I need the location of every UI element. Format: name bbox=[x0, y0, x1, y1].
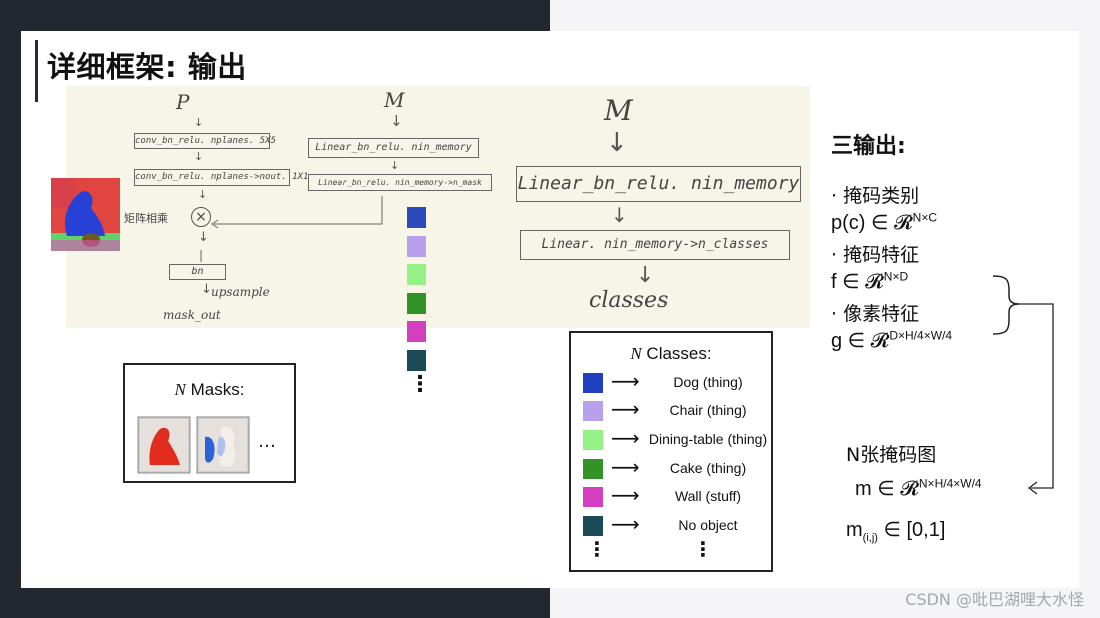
mask-map-heading: N张掩码图 bbox=[846, 444, 937, 466]
brace-connector bbox=[992, 275, 1054, 495]
upsample-label: upsample bbox=[211, 285, 270, 299]
class-formula-sup: N×C bbox=[912, 210, 938, 225]
output-item-class-formula: p(c) ∈ 𝓡N×C bbox=[831, 210, 937, 235]
m-input-label: M bbox=[384, 88, 405, 112]
class-color-swatch bbox=[583, 401, 603, 421]
class-color-swatch bbox=[583, 373, 603, 393]
arrow-down-icon: ↓ bbox=[201, 282, 212, 297]
p-input-label: P bbox=[176, 90, 190, 114]
class-label: Chair (thing) bbox=[669, 402, 747, 418]
arrow-down-icon: ↓ bbox=[611, 203, 628, 227]
mask-map-formula: m ∈ 𝓡N×H/4×W/4 bbox=[855, 476, 982, 501]
classes-title-text: Classes: bbox=[641, 344, 712, 363]
linear-bn-relu-nmask-box: Linear_bn_relu. nin_memory->n_mask bbox=[308, 174, 492, 191]
class-row: ⟶ Chair (thing) bbox=[583, 397, 763, 423]
sketch-connectors bbox=[200, 196, 383, 262]
mask-map-formula-text: m ∈ 𝓡 bbox=[855, 478, 919, 500]
arrow-down-icon: ↓ bbox=[198, 230, 209, 245]
class-color-swatch bbox=[583, 430, 603, 450]
linear-bn-relu-big-box: Linear_bn_relu. nin_memory bbox=[516, 166, 801, 202]
class-label: Dog (thing) bbox=[673, 374, 743, 390]
conv-bn-relu-5x5-box: conv_bn_relu. nplanes. 5X5 bbox=[134, 133, 276, 149]
masks-title-text: Masks: bbox=[185, 380, 245, 399]
class-color-swatch bbox=[583, 459, 603, 479]
class-row: ⟶ Wall (stuff) bbox=[583, 483, 763, 509]
color-swatch bbox=[407, 207, 426, 228]
masks-ellipsis: … bbox=[258, 431, 276, 452]
class-row: ⟶ Cake (thing) bbox=[583, 455, 763, 481]
arrow-right-icon: ⟶ bbox=[611, 512, 640, 536]
classes-title-n: N bbox=[630, 344, 642, 363]
class-row: ⟶ No object bbox=[583, 512, 763, 538]
arrow-right-icon: ⟶ bbox=[611, 426, 640, 450]
masks-panel: N Masks: … bbox=[123, 363, 296, 483]
output-item-mask-feature-formula: f ∈ 𝓡N×D bbox=[831, 269, 908, 294]
csdn-watermark: CSDN @吡巴湖哩大水怪 bbox=[905, 590, 1084, 609]
arrow-right-icon: ⟶ bbox=[611, 455, 640, 479]
arrow-right-icon: ⟶ bbox=[611, 369, 640, 393]
output-item-class-label: · 掩码类别 bbox=[831, 185, 920, 207]
mask-feature-formula-sup: N×D bbox=[883, 269, 909, 284]
masks-panel-title: N Masks: bbox=[125, 380, 294, 400]
arrow-down-icon: ↓ bbox=[198, 188, 208, 201]
class-label: Cake (thing) bbox=[669, 460, 747, 476]
multiply-node-icon: × bbox=[191, 207, 211, 227]
outputs-heading: 三输出: bbox=[831, 134, 906, 159]
color-swatch bbox=[407, 264, 426, 285]
color-swatch bbox=[407, 321, 426, 342]
m-big-input-label: M bbox=[604, 94, 633, 127]
output-item-pixel-feature-label: · 像素特征 bbox=[831, 303, 920, 325]
arrow-down-icon: ↓ bbox=[636, 263, 655, 288]
mask-thumbnail-dog bbox=[137, 416, 191, 474]
class-color-swatch bbox=[583, 487, 603, 507]
class-row: ⟶ Dog (thing) bbox=[583, 369, 763, 395]
linear-nclasses-box: Linear. nin_memory->n_classes bbox=[520, 230, 790, 260]
arrow-down-icon: ↓ bbox=[390, 159, 400, 172]
class-label: No object bbox=[678, 517, 738, 533]
matrix-multiply-label: 矩阵相乘 bbox=[124, 212, 168, 225]
color-swatch bbox=[407, 293, 426, 314]
class-label: Dining-table (thing) bbox=[648, 431, 768, 447]
classes-ellipsis-right: ⋮ bbox=[693, 537, 713, 561]
class-row: ⟶ Dining-table (thing) bbox=[583, 426, 767, 452]
mask-thumbnail-chair bbox=[196, 416, 250, 474]
pixel-feature-formula-sup: D×H/4×W/4 bbox=[889, 328, 953, 343]
arrow-down-icon: ↓ bbox=[606, 128, 628, 158]
arrow-down-icon: ↓ bbox=[194, 116, 204, 129]
classes-output-label: classes bbox=[589, 288, 669, 313]
mij-symbol: m bbox=[846, 519, 863, 541]
mij-range: ∈ [0,1] bbox=[877, 519, 946, 541]
color-swatch bbox=[407, 236, 426, 257]
class-color-swatch bbox=[583, 516, 603, 536]
mask-map-formula-sup: N×H/4×W/4 bbox=[918, 476, 982, 491]
title-accent-bar bbox=[35, 40, 38, 102]
masks-title-n: N bbox=[174, 380, 186, 399]
output-item-mask-feature-label: · 掩码特征 bbox=[831, 244, 920, 266]
arrow-right-icon: ⟶ bbox=[611, 483, 640, 507]
class-formula-text: p(c) ∈ 𝓡 bbox=[831, 212, 913, 234]
mij-subscript: (i,j) bbox=[862, 532, 878, 544]
mask-value-range: m(i,j) ∈ [0,1] bbox=[846, 517, 945, 544]
mask-out-label: mask_out bbox=[163, 308, 221, 322]
classes-panel: N Classes: ⟶ Dog (thing) ⟶ Chair (thing)… bbox=[569, 331, 773, 572]
slide-title: 详细框架: 输出 bbox=[47, 50, 247, 84]
output-item-pixel-feature-formula: g ∈ 𝓡D×H/4×W/4 bbox=[831, 328, 952, 353]
classes-panel-title: N Classes: bbox=[571, 344, 771, 364]
color-swatch bbox=[407, 350, 426, 371]
pixel-feature-formula-text: g ∈ 𝓡 bbox=[831, 330, 890, 352]
linear-bn-relu-box: Linear_bn_relu. nin_memory bbox=[308, 138, 479, 158]
class-label: Wall (stuff) bbox=[674, 488, 742, 504]
arrow-down-icon: ↓ bbox=[194, 150, 204, 163]
sketch-diagram: P ↓ conv_bn_relu. nplanes. 5X5 ↓ conv_bn… bbox=[66, 86, 810, 328]
classes-ellipsis-left: ⋮ bbox=[587, 537, 607, 561]
conv-bn-relu-1x1-box: conv_bn_relu. nplanes->nout. 1X1 bbox=[134, 169, 308, 186]
bn-box: bn bbox=[169, 264, 226, 280]
arrow-down-icon: ↓ bbox=[390, 112, 403, 130]
mask-feature-formula-text: f ∈ 𝓡 bbox=[831, 271, 884, 293]
arrow-right-icon: ⟶ bbox=[611, 397, 640, 421]
vertical-ellipsis: ⋮ bbox=[409, 372, 431, 397]
segmentation-preview-image bbox=[51, 178, 120, 251]
